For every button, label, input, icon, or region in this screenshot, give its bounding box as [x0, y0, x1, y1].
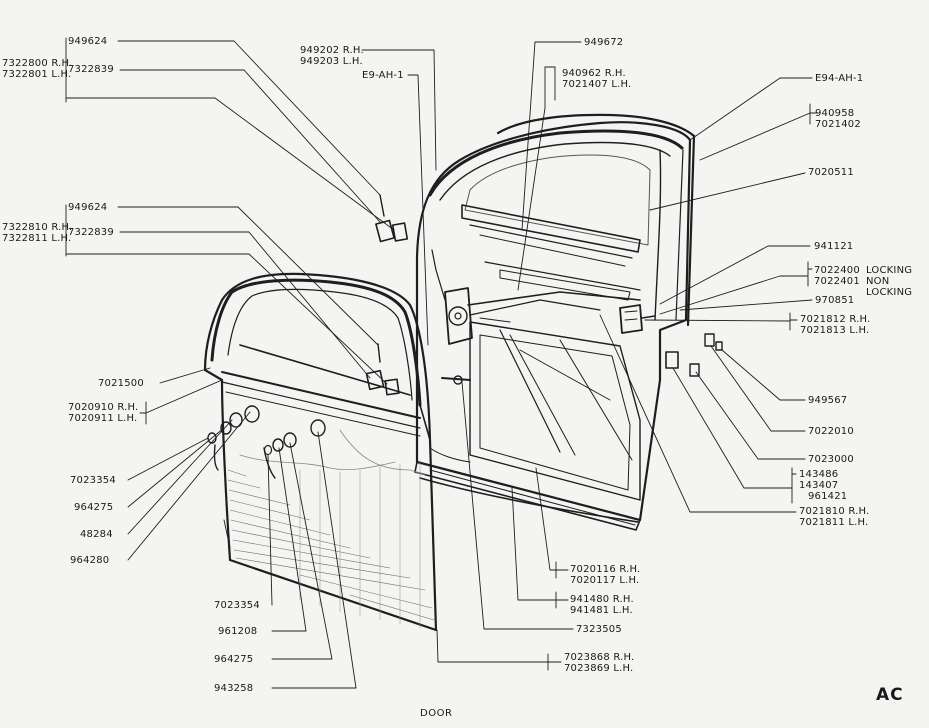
- label-941481: 941481 L.H.: [570, 605, 633, 616]
- label-locking: LOCKING: [866, 265, 913, 276]
- label-940958: 940958: [815, 108, 855, 119]
- label-143486: 143486: [799, 469, 839, 480]
- leader-lines: [65, 37, 819, 689]
- figure-caption: DOOR: [420, 708, 453, 719]
- label-949202: 949202 R.H.: [300, 45, 364, 56]
- label-943258: 943258: [214, 683, 254, 694]
- door-lock-assembly: [619, 304, 656, 334]
- label-7322839-a: 7322839: [68, 64, 114, 75]
- label-locking-2: LOCKING: [866, 287, 913, 298]
- label-949567: 949567: [808, 395, 848, 406]
- door-panel-shading: [227, 429, 435, 629]
- label-7023868: 7023868 R.H.: [564, 652, 635, 663]
- label-143407: 143407: [799, 480, 839, 491]
- label-940962: 940962 R.H.: [562, 68, 626, 79]
- label-7022401: 7022401: [814, 276, 860, 287]
- label-7020116: 7020116 R.H.: [570, 564, 641, 575]
- label-7021810: 7021810 R.H.: [799, 506, 870, 517]
- label-949624-a: 949624: [68, 36, 108, 47]
- label-e9-ah-1: E9-AH-1: [362, 70, 404, 81]
- label-7021500: 7021500: [98, 378, 144, 389]
- door-inner-frame: [414, 113, 696, 531]
- label-964275-a: 964275: [74, 502, 114, 513]
- inner-handle: [441, 375, 471, 385]
- hinge-parts-upper: [375, 194, 409, 243]
- label-7022010: 7022010: [808, 426, 854, 437]
- label-7020911: 7020911 L.H.: [68, 413, 138, 424]
- label-7023000: 7023000: [808, 454, 854, 465]
- label-7020117: 7020117 L.H.: [570, 575, 640, 586]
- label-949203: 949203 L.H.: [300, 56, 363, 67]
- label-e94-ah-1: E94-AH-1: [815, 73, 864, 84]
- plate-code: AC: [876, 685, 904, 705]
- label-48284: 48284: [80, 529, 113, 540]
- label-7023354-b: 7023354: [214, 600, 260, 611]
- label-961421: 961421: [808, 491, 848, 502]
- label-7021812: 7021812 R.H.: [800, 314, 871, 325]
- striker-parts: [665, 333, 723, 377]
- label-7322801: 7322801 L.H.: [2, 69, 72, 80]
- label-7021811: 7021811 L.H.: [799, 517, 869, 528]
- label-7023869: 7023869 L.H.: [564, 663, 634, 674]
- label-7322811: 7322811 L.H.: [2, 233, 72, 244]
- label-7021407: 7021407 L.H.: [562, 79, 632, 90]
- label-961208: 961208: [218, 626, 258, 637]
- label-949672: 949672: [584, 37, 624, 48]
- window-regulator: [431, 249, 641, 345]
- label-964280: 964280: [70, 555, 110, 566]
- label-7323505: 7323505: [576, 624, 622, 635]
- label-7022400: 7022400: [814, 265, 860, 276]
- door-outer-panel: [203, 272, 438, 632]
- label-7322810: 7322810 R.H.: [2, 222, 73, 233]
- label-7020910: 7020910 R.H.: [68, 402, 139, 413]
- label-7021402: 7021402: [815, 119, 861, 130]
- label-970851: 970851: [815, 295, 855, 306]
- label-7023354-a: 7023354: [70, 475, 116, 486]
- label-7021813: 7021813 L.H.: [800, 325, 870, 336]
- label-7322839-b: 7322839: [68, 227, 114, 238]
- label-7020511: 7020511: [808, 167, 854, 178]
- label-941480: 941480 R.H.: [570, 594, 634, 605]
- label-7322800: 7322800 R.H.: [2, 58, 73, 69]
- label-non: NON: [866, 276, 890, 287]
- label-941121: 941121: [814, 241, 854, 252]
- label-964275-b: 964275: [214, 654, 254, 665]
- label-949624-b: 949624: [68, 202, 108, 213]
